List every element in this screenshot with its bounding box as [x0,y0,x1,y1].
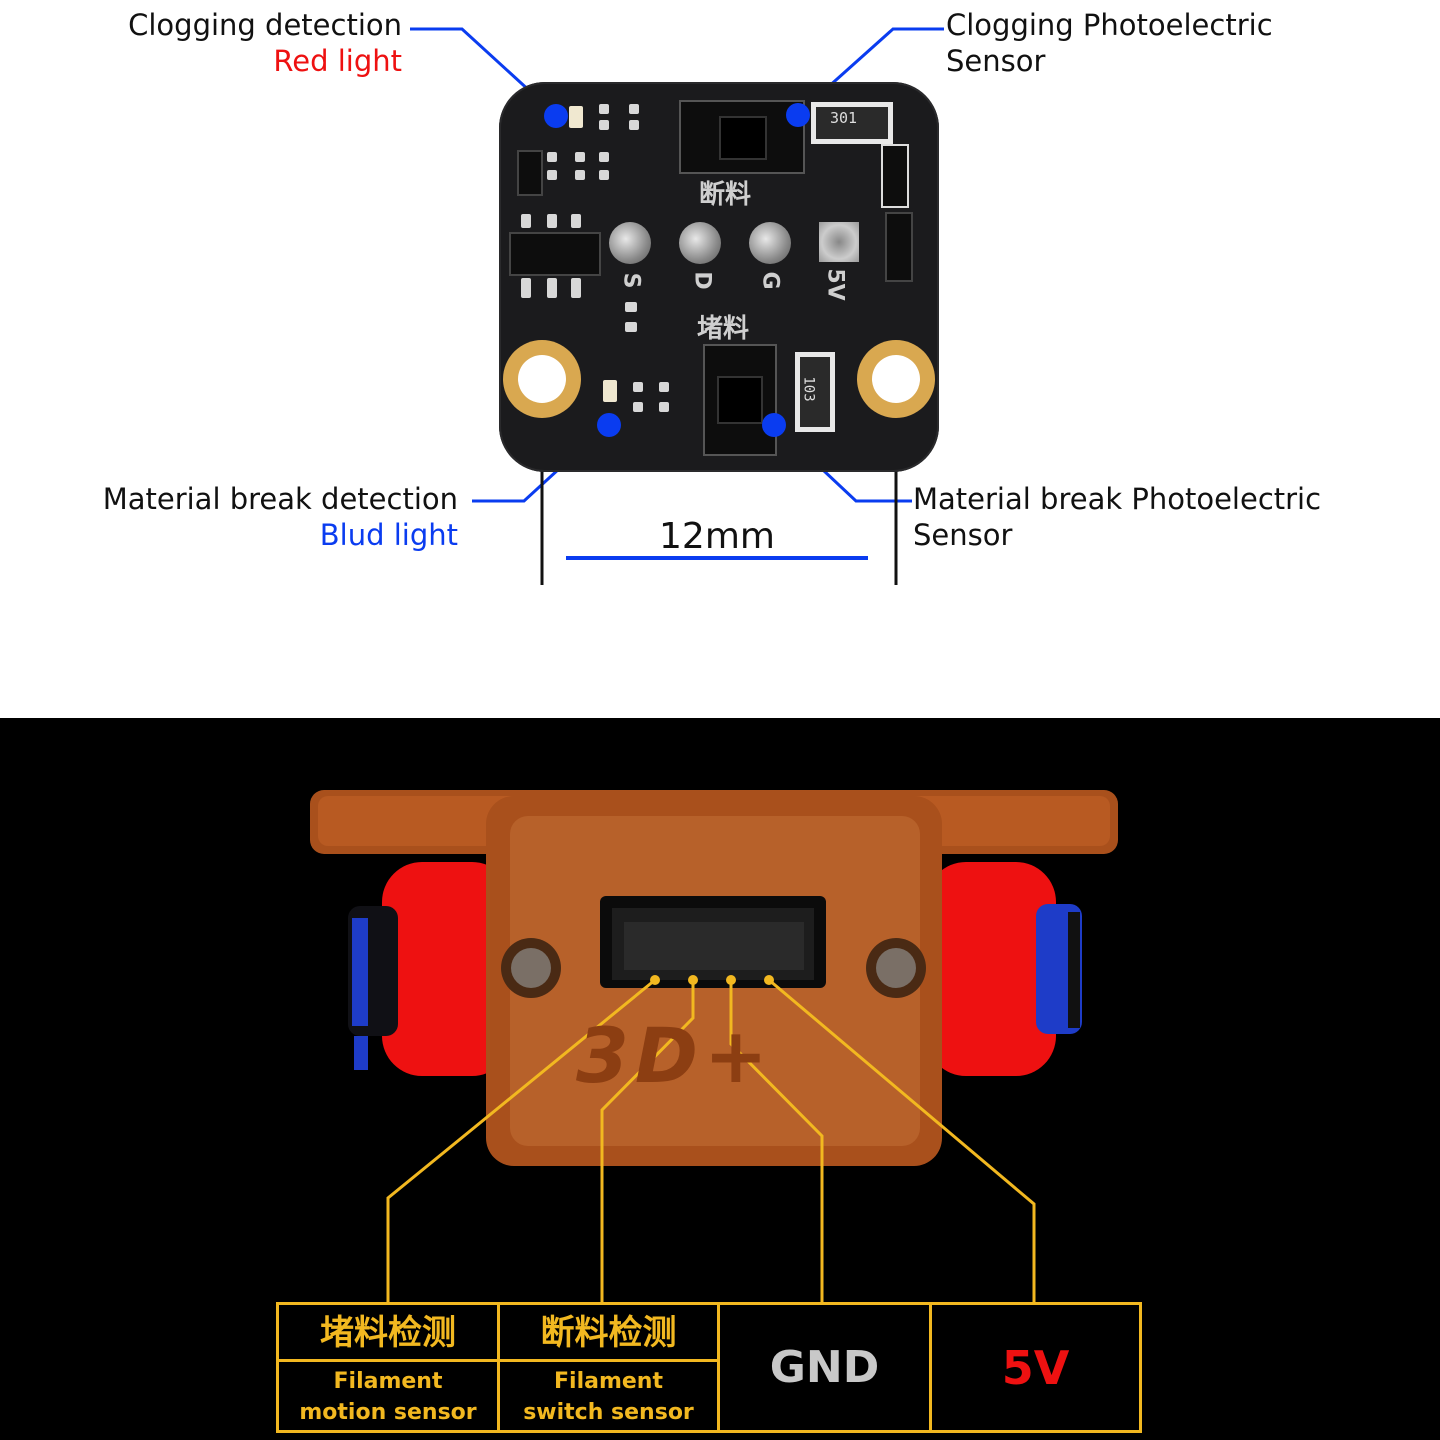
pin-g-pad [749,222,791,264]
clog-sensor-marker [786,103,810,127]
cell-motion-cn: 堵料检测 [276,1302,500,1362]
resistor-bottom: 103 [795,352,835,432]
red-light-label: Red light [273,44,402,78]
smd-part [517,150,543,196]
motion-cn-label: 堵料检测 [320,1313,456,1353]
resistor-top: 301 [811,102,893,144]
blue-light-label: Blud light [319,518,458,552]
switch-en-line1: Filament [554,1369,663,1394]
switch-en-line2: switch sensor [523,1400,694,1425]
motion-en-line2: motion sensor [299,1400,477,1425]
clogging-sensor-label-2: Sensor [946,44,1046,78]
clog-photo-sensor [679,100,805,174]
motion-en-line1: Filament [333,1369,443,1394]
pin-5v-label: 5V [822,268,848,301]
pin-5v-pad [819,222,859,262]
regulator-chip [509,232,601,276]
left-coupler [382,862,512,1076]
red-led [569,106,583,128]
leader-switch [600,980,695,1304]
pin-s-pad [609,222,651,264]
silk-break-label: 断料 [699,180,752,210]
cell-gnd: GND [717,1302,932,1433]
housing-logo: 3D+ [576,1011,774,1100]
pin-s-label: S [618,272,644,289]
resistor-top-label: 301 [830,109,858,127]
switch-cn-label: 断料检测 [540,1313,677,1353]
pin-d-pad [679,222,721,264]
cell-5v: 5V [929,1302,1142,1433]
sensor-pcb: 301 断料 堵料 S D G 5V 103 [499,82,939,472]
resistor-bottom-label: 103 [800,376,817,402]
leader-gnd [729,980,824,1304]
smd-r2 [881,144,909,208]
silk-clog-label: 堵料 [697,314,750,344]
break-detection-label: Material break detection [102,482,458,516]
cell-motion-en: Filament motion sensor [276,1359,500,1433]
five-v-label: 5V [1001,1341,1070,1395]
leader-motion [386,978,656,1304]
bottom-panel: 3D+ 堵料检测 Filament motion sensor 断料检测 Fil… [0,718,1440,1440]
pin-d-label: D [689,271,715,290]
top-panel: 301 断料 堵料 S D G 5V 103 [0,0,1440,718]
break-sensor-label-2: Sensor [913,518,1013,552]
cell-switch-cn: 断料检测 [497,1302,720,1362]
sensor-housing-illustration [310,790,1118,1304]
gnd-label: GND [769,1342,880,1393]
blue-led [603,380,617,402]
clogging-detection-label: Clogging detection [128,8,402,42]
smd-transistor [885,212,913,282]
mount-hole-right [857,340,935,418]
right-coupler [926,862,1056,1076]
leader-5v [768,978,1036,1304]
mount-hole-left [503,340,581,418]
break-photo-sensor [703,344,777,456]
blue-light-marker [597,413,621,437]
dimension-label: 12mm [659,516,775,557]
clogging-sensor-label-1: Clogging Photoelectric [946,8,1273,42]
pin-g-label: G [757,271,783,290]
cell-switch-en: Filament switch sensor [497,1359,720,1433]
red-light-marker [544,104,568,128]
break-sensor-marker [762,413,786,437]
break-sensor-label-1: Material break Photoelectric [913,482,1322,516]
